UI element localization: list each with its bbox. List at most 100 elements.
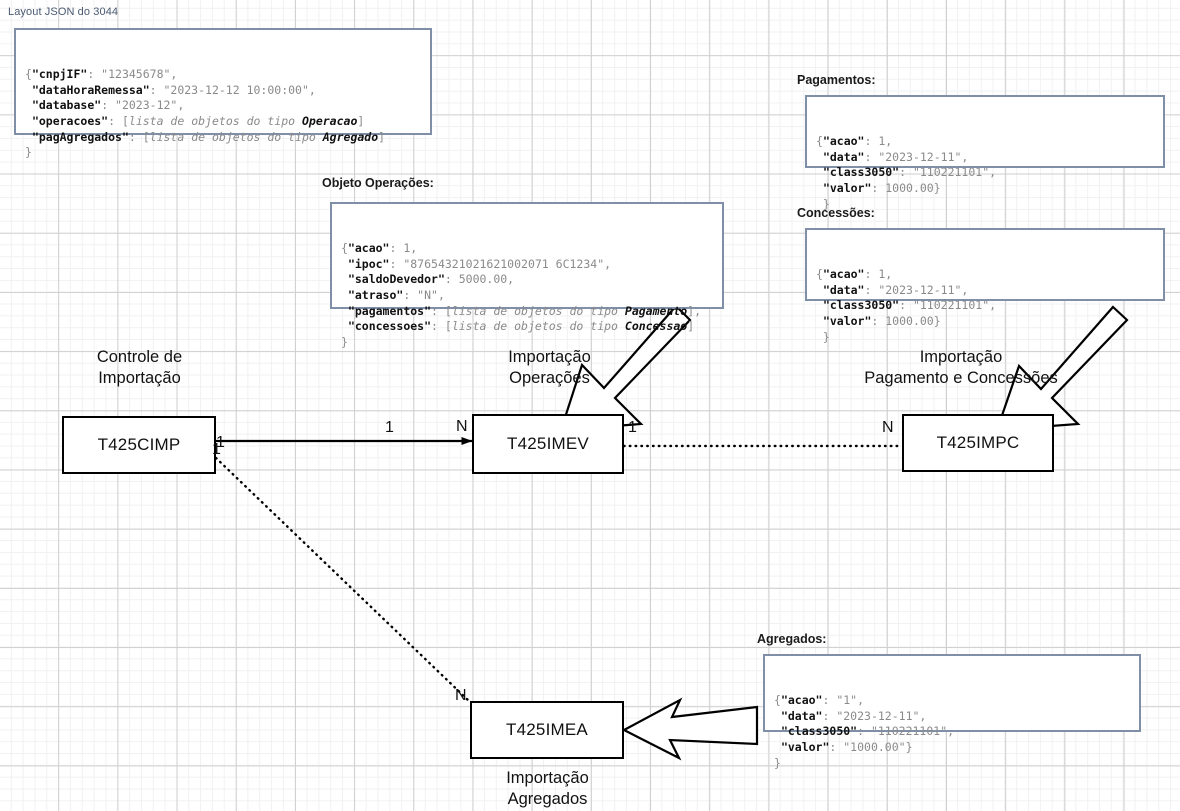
json-key: "database": [31, 98, 102, 113]
entity-t425imev[interactable]: T425IMEV: [472, 414, 624, 474]
json-key: "dataHoraRemessa": [31, 82, 150, 97]
json-value: [816, 298, 823, 312]
json-value: : "2023-12-11",: [822, 708, 927, 723]
json-note: lista de objetos do tipo: [451, 319, 625, 334]
json-box-pagamentos: {"acao": 1, "data": "2023-12-11", "class…: [805, 95, 1165, 211]
json-key: "pagAgregados": [31, 129, 129, 144]
json-box-pagamentos-content: {"acao": 1, "data": "2023-12-11", "class…: [816, 134, 1155, 212]
caption-operacoes: Objeto Operações:: [322, 176, 434, 190]
json-box-root-content: {"cnpjIF": "12345678", "dataHoraRemessa"…: [25, 67, 422, 161]
json-line: "pagamentos": [lista de objetos do tipo …: [341, 304, 714, 320]
json-value: [25, 130, 32, 144]
cardinality-cimp-imea-target: N: [455, 687, 467, 704]
json-key: "ipoc": [347, 256, 390, 271]
json-value: : "2023-12-11",: [864, 282, 969, 297]
json-value: [816, 150, 823, 164]
json-key: "class3050": [780, 724, 858, 739]
entity-caption-t425impc: Importação Pagamento e Concessões: [864, 348, 1058, 387]
entity-t425imea[interactable]: T425IMEA: [470, 701, 624, 759]
json-value: : 5000.00,: [444, 272, 515, 287]
json-value: : 1000.00}: [871, 313, 941, 328]
json-note: lista de objetos do tipo: [128, 113, 302, 128]
json-line: {"acao": 1,: [816, 267, 1155, 283]
cardinality-cimp-imev-target: N: [456, 418, 468, 435]
json-key: "concessoes": [347, 319, 432, 334]
json-line: "class3050": "110221101",: [816, 165, 1155, 181]
json-value: : [: [128, 129, 150, 144]
entity-t425cimp[interactable]: T425CIMP: [62, 416, 216, 474]
json-value: [341, 288, 348, 302]
json-line: }: [816, 330, 1155, 346]
json-value: : "87654321021621002071 6C1234",: [389, 256, 612, 271]
json-line: "ipoc": "87654321021621002071 6C1234",: [341, 257, 714, 273]
json-key: "saldoDevedor": [347, 272, 445, 287]
json-line: "database": "2023-12",: [25, 98, 422, 114]
json-value: {: [816, 134, 823, 149]
json-key: "valor": [822, 180, 872, 195]
json-type: Pagamento: [624, 303, 688, 318]
json-type: Operacao: [301, 113, 358, 128]
json-type: Concessao: [624, 319, 688, 334]
json-value: : "1000.00"}: [829, 739, 913, 754]
json-line: "concessoes": [lista de objetos do tipo …: [341, 319, 714, 335]
json-key: "operacoes": [31, 113, 109, 128]
json-box-concessoes: {"acao": 1, "data": "2023-12-11", "class…: [805, 228, 1165, 344]
json-line: "atraso": "N",: [341, 288, 714, 304]
json-value: : 1,: [864, 134, 893, 149]
json-value: [816, 314, 823, 328]
entity-caption-t425imea: Importação Agregados: [506, 769, 589, 808]
json-box-operacoes-content: {"acao": 1, "ipoc": "8765432102162100207…: [341, 241, 714, 350]
cardinality-cimp-imea-source: 1: [212, 441, 221, 458]
caption-pagamentos: Pagamentos:: [797, 73, 876, 87]
entity-t425impc[interactable]: T425IMPC: [902, 414, 1054, 472]
json-value: : 1000.00}: [871, 180, 941, 195]
json-value: ],: [687, 303, 702, 318]
json-key: "data": [822, 282, 865, 297]
json-value: [341, 319, 348, 333]
json-value: [25, 83, 32, 97]
cardinality-imev-impc-target: N: [882, 419, 894, 436]
json-line: }: [816, 197, 1155, 213]
json-value: : "110221101",: [857, 724, 955, 739]
json-key: "acao": [780, 693, 823, 708]
json-line: "saldoDevedor": 5000.00,: [341, 272, 714, 288]
json-value: [816, 283, 823, 297]
json-line: "valor": 1000.00}: [816, 314, 1155, 330]
json-value: {: [774, 693, 781, 708]
json-value: [774, 740, 781, 754]
json-note: lista de objetos do tipo: [149, 129, 323, 144]
json-value: : "110221101",: [899, 298, 997, 313]
json-line: "class3050": "110221101",: [774, 724, 1131, 740]
json-line: "data": "2023-12-11",: [816, 150, 1155, 166]
json-line: "data": "2023-12-11",: [774, 709, 1131, 725]
json-value: : "1",: [822, 693, 865, 708]
json-value: : 1,: [389, 241, 418, 256]
json-value: }: [816, 196, 830, 211]
caption-concessoes: Concessões:: [797, 206, 875, 220]
json-key: "valor": [780, 739, 830, 754]
json-line: }: [25, 145, 422, 161]
json-value: ]: [357, 113, 365, 128]
json-key: "data": [780, 708, 823, 723]
caption-agregados: Agregados:: [757, 632, 827, 646]
block-arrow-agregados-to-imea: [621, 697, 759, 761]
cardinality-cimp-imev-middle: 1: [385, 419, 394, 436]
json-key: "data": [822, 149, 865, 164]
json-value: : "110221101",: [899, 165, 997, 180]
json-key: "cnpjIF": [31, 67, 88, 82]
json-type: Agregado: [322, 129, 379, 144]
cardinality-imev-impc-source: 1: [628, 419, 637, 436]
json-key: "class3050": [822, 298, 900, 313]
json-value: [341, 304, 348, 318]
json-value: : [: [431, 319, 452, 334]
json-value: : "2023-12-12 10:00:00",: [149, 82, 316, 97]
json-line: "operacoes": [lista de objetos do tipo O…: [25, 114, 422, 130]
json-box-concessoes-content: {"acao": 1, "data": "2023-12-11", "class…: [816, 267, 1155, 345]
json-line: }: [341, 335, 714, 351]
json-value: [25, 98, 32, 112]
json-value: [341, 257, 348, 271]
json-value: : 1,: [864, 267, 893, 282]
json-value: [774, 724, 781, 738]
page-title: Layout JSON do 3044: [8, 6, 119, 18]
json-line: "data": "2023-12-11",: [816, 283, 1155, 299]
